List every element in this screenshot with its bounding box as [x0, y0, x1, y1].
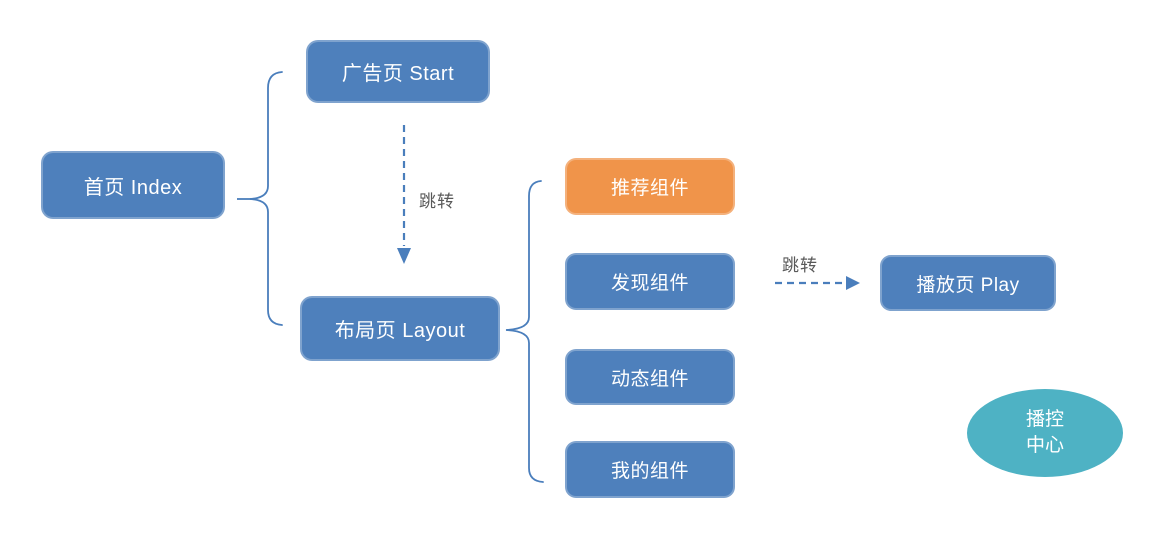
- node-my-label: 我的组件: [610, 461, 689, 482]
- node-start: 广告页 Start: [306, 40, 490, 103]
- edge-label-start-to-layout: 跳转: [419, 192, 455, 211]
- node-layout: 布局页 Layout: [300, 296, 500, 361]
- arrow-discover-to-play-head: [846, 276, 860, 290]
- node-start-label: 广告页 Start: [341, 63, 455, 85]
- node-recommend-label: 推荐组件: [610, 178, 689, 199]
- node-play: 播放页 Play: [880, 255, 1056, 311]
- arrow-start-to-layout-head: [397, 248, 411, 264]
- play-control-line2: 中心: [1025, 435, 1064, 456]
- node-index-label: 首页 Index: [83, 176, 183, 199]
- node-discover-label: 发现组件: [610, 273, 689, 294]
- play-control-line1: 播控: [1025, 409, 1064, 430]
- node-dynamic-component: 动态组件: [565, 349, 735, 405]
- edge-label-discover-to-play: 跳转: [782, 256, 818, 275]
- node-play-control-label: 播控 中心: [1026, 407, 1064, 459]
- node-my-component: 我的组件: [565, 441, 735, 498]
- node-play-control-center: 播控 中心: [967, 389, 1123, 477]
- brace-index-to-children: [249, 71, 283, 326]
- node-index: 首页 Index: [41, 151, 225, 219]
- node-layout-label: 布局页 Layout: [334, 320, 466, 342]
- node-dynamic-label: 动态组件: [610, 368, 689, 390]
- node-play-label: 播放页 Play: [916, 274, 1020, 296]
- node-recommend-component: 推荐组件: [565, 158, 735, 215]
- node-discover-component: 发现组件: [565, 253, 735, 310]
- brace-layout-to-children: [505, 180, 544, 483]
